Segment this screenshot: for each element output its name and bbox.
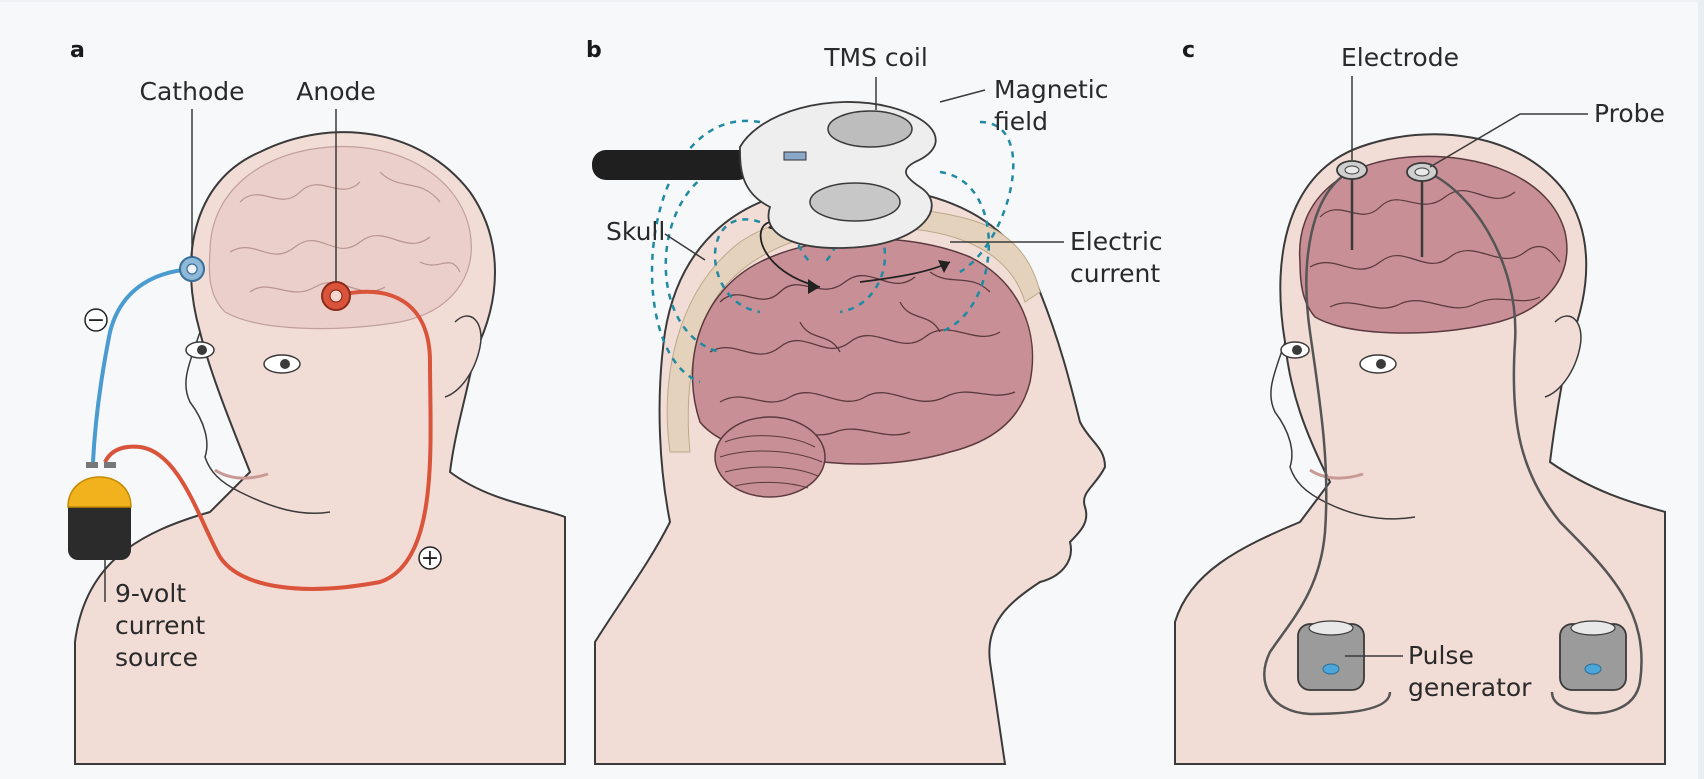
probe-label: Probe: [1594, 99, 1665, 128]
battery: [68, 462, 131, 560]
tms-coil-label: TMS coil: [823, 43, 928, 72]
electrode-label: Electrode: [1341, 43, 1459, 72]
cathode-label: Cathode: [140, 77, 245, 106]
magnetic-field-label-line1: Magnetic: [994, 75, 1108, 104]
anode-label: Anode: [296, 77, 376, 106]
panel-c-brain: [1300, 156, 1567, 333]
panel-a: − + a Cathode Anode 9-volt current sourc…: [68, 38, 565, 764]
panel-b: b TMS coil Magnetic field Skull Electric…: [586, 38, 1163, 764]
electric-current-label-line1: Electric: [1070, 227, 1163, 256]
cerebellum: [715, 417, 825, 497]
coil-handle: [592, 150, 752, 180]
panel-c: c Electrode Probe Pulse generator: [1175, 38, 1665, 764]
electric-current-label-line2: current: [1070, 259, 1160, 288]
plus-symbol: +: [421, 546, 439, 571]
magnetic-field-label-line2: field: [994, 107, 1048, 136]
source-label-line3: source: [115, 643, 198, 672]
minus-symbol: −: [87, 308, 105, 333]
pulse-generator-label-line1: Pulse: [1408, 641, 1474, 670]
source-label-line1: 9-volt: [115, 579, 186, 608]
skull-label: Skull: [606, 217, 665, 246]
panel-a-letter: a: [70, 38, 85, 63]
panel-c-letter: c: [1182, 38, 1195, 63]
source-label-line2: current: [115, 611, 205, 640]
cathode-wire: [93, 269, 192, 462]
pulse-generator-label-line2: generator: [1408, 673, 1532, 702]
anode-electrode: [322, 282, 350, 310]
cathode-electrode: [180, 257, 204, 281]
pulse-generator-right: [1560, 621, 1626, 690]
panel-b-letter: b: [586, 38, 602, 63]
